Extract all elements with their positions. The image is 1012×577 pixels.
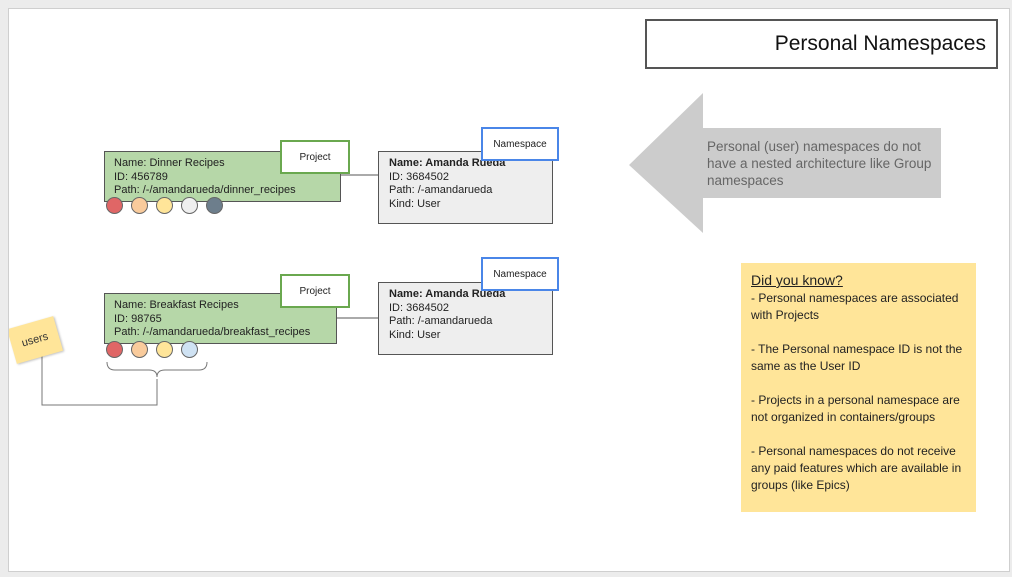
namespace-card-1: Name: Amanda Rueda ID: 3684502 Path: /-a… bbox=[378, 151, 553, 224]
did-you-know-item: - Personal namespaces do not receive any… bbox=[751, 444, 962, 492]
project-id: ID: 456789 bbox=[114, 170, 168, 183]
label-dot bbox=[181, 341, 198, 358]
namespace-kind: Kind: User bbox=[389, 197, 441, 210]
namespace-tag: Namespace bbox=[481, 257, 559, 291]
callout-text: Personal (user) namespaces do not have a… bbox=[707, 139, 932, 188]
page-title: Personal Namespaces bbox=[645, 19, 998, 69]
slide-canvas: Personal Namespaces Name: Dinner Recipes… bbox=[8, 8, 1010, 572]
label-dot bbox=[106, 341, 123, 358]
label-dot bbox=[131, 341, 148, 358]
connector-lines bbox=[41, 93, 941, 406]
project-name: Name: Breakfast Recipes bbox=[114, 299, 239, 311]
project-id: ID: 98765 bbox=[114, 312, 162, 325]
did-you-know-note: Did you know? - Personal namespaces are … bbox=[741, 263, 976, 512]
namespace-id: ID: 3684502 bbox=[389, 170, 449, 183]
did-you-know-title: Did you know? bbox=[751, 272, 843, 288]
did-you-know-item: - Personal namespaces are associated wit… bbox=[751, 291, 959, 322]
namespace-path: Path: /-amandarueda bbox=[389, 184, 493, 196]
users-brace bbox=[106, 361, 208, 378]
namespace-name: Name: Amanda Rueda bbox=[389, 288, 506, 300]
namespace-name: Name: Amanda Rueda bbox=[389, 157, 506, 169]
namespace-card-2: Name: Amanda Rueda ID: 3684502 Path: /-a… bbox=[378, 282, 553, 355]
project-name: Name: Dinner Recipes bbox=[114, 157, 225, 169]
label-dots-breakfast bbox=[106, 340, 216, 360]
label-dot bbox=[181, 197, 198, 214]
namespace-tag: Namespace bbox=[481, 127, 559, 161]
namespace-path: Path: /-amandarueda bbox=[389, 315, 493, 327]
users-connector bbox=[41, 352, 158, 406]
namespace-id: ID: 3684502 bbox=[389, 301, 449, 314]
namespace-kind: Kind: User bbox=[389, 328, 441, 341]
did-you-know-item: - The Personal namespace ID is not the s… bbox=[751, 342, 963, 373]
project-path: Path: /-/amandarueda/dinner_recipes bbox=[114, 184, 296, 196]
label-dot bbox=[156, 197, 173, 214]
did-you-know-item: - Projects in a personal namespace are n… bbox=[751, 393, 960, 424]
label-dot bbox=[156, 341, 173, 358]
project-path: Path: /-/amandarueda/breakfast_recipes bbox=[114, 326, 311, 338]
label-dot bbox=[106, 197, 123, 214]
callout-arrow bbox=[629, 93, 941, 233]
label-dot bbox=[206, 197, 223, 214]
project-tag: Project bbox=[280, 274, 350, 308]
project-tag: Project bbox=[280, 140, 350, 174]
label-dot bbox=[131, 197, 148, 214]
label-dots-dinner bbox=[106, 196, 236, 216]
